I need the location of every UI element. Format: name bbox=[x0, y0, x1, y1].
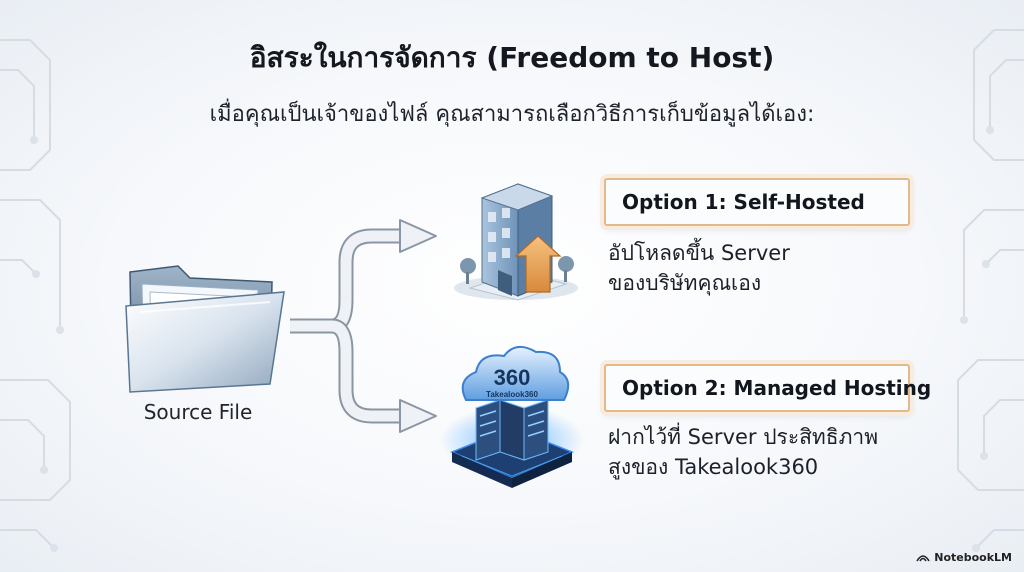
cloud-server-icon: 360 Takealook360 bbox=[440, 345, 584, 488]
notebooklm-logo-icon bbox=[916, 555, 930, 562]
brand-label: NotebookLM bbox=[934, 551, 1012, 564]
option-1-description: อัปโหลดขึ้น Server ของบริษัทคุณเอง bbox=[608, 238, 790, 298]
option-2-desc-line1: ฝากไว้ที่ Server ประสิทธิภาพ bbox=[608, 425, 879, 449]
branch-arrows bbox=[290, 228, 402, 424]
arrow-head-top bbox=[399, 219, 437, 253]
option-1-title-box: Option 1: Self-Hosted bbox=[604, 178, 910, 226]
circuit-decoration-right bbox=[957, 29, 1024, 552]
option-2-description: ฝากไว้ที่ Server ประสิทธิภาพ สูงของ Take… bbox=[608, 422, 878, 482]
circuit-decoration-left bbox=[0, 39, 71, 552]
notebooklm-watermark: NotebookLM bbox=[916, 551, 1012, 564]
office-building-icon bbox=[454, 183, 578, 301]
option-1-desc-line2: ของบริษัทคุณเอง bbox=[608, 271, 762, 295]
option-2-title-box: Option 2: Managed Hosting bbox=[604, 364, 931, 412]
source-file-label: Source File bbox=[143, 400, 253, 424]
cloud-badge-360: 360 bbox=[494, 365, 531, 390]
page-subtitle: เมื่อคุณเป็นเจ้าของไฟล์ คุณสามารถเลือกวิ… bbox=[209, 102, 815, 127]
option-2-desc-line2: สูงของ Takealook360 bbox=[608, 455, 819, 479]
folder-icon bbox=[125, 265, 285, 393]
option-1-title: Option 1: Self-Hosted bbox=[622, 190, 865, 214]
arrow-head-bottom bbox=[399, 399, 437, 433]
page-title: อิสระในการจัดการ (Freedom to Host) bbox=[249, 41, 775, 74]
option-1-desc-line1: อัปโหลดขึ้น Server bbox=[608, 241, 790, 265]
option-2-title: Option 2: Managed Hosting bbox=[622, 376, 932, 400]
cloud-badge-brand: Takealook360 bbox=[486, 390, 538, 399]
